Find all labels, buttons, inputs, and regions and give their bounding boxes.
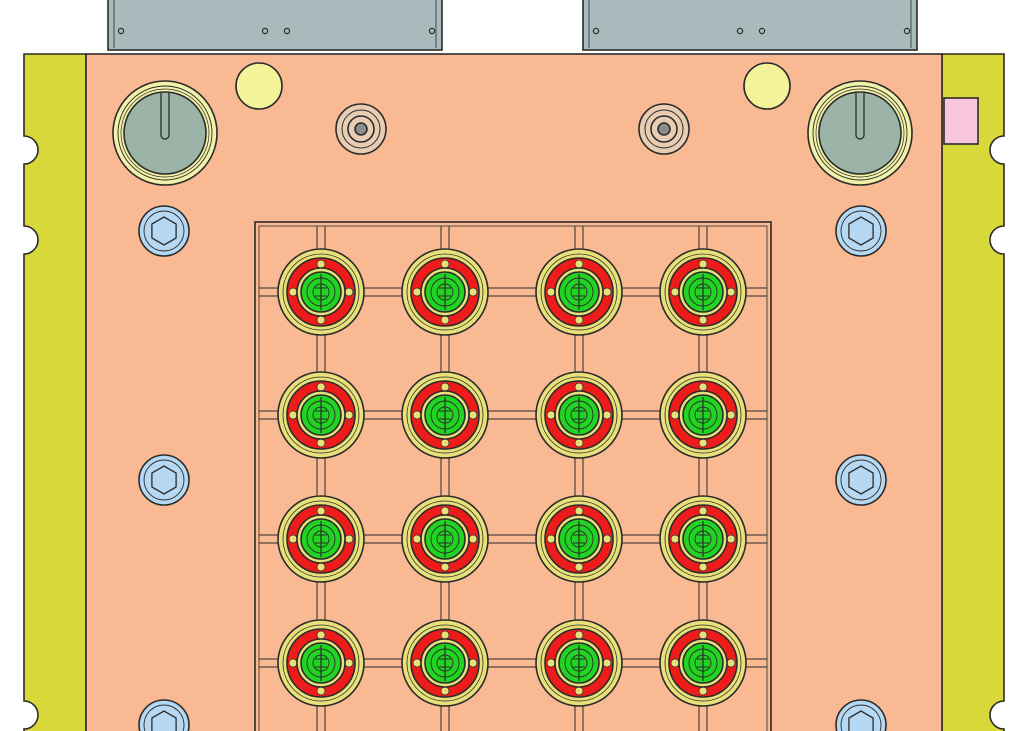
cavity-insert-icon	[277, 619, 365, 707]
clamp-block-2	[582, 0, 918, 51]
cavity-insert-icon	[659, 371, 747, 459]
right-side-rail	[941, 53, 1005, 731]
cavity-insert-icon	[277, 495, 365, 583]
left-side-rail	[23, 53, 87, 731]
cavity-insert-icon	[659, 248, 747, 336]
cavity-insert-icon	[401, 371, 489, 459]
cavity-insert-icon	[401, 248, 489, 336]
socket-screw-icon	[835, 699, 887, 731]
cavity-insert-icon	[277, 371, 365, 459]
sensor-block	[943, 97, 979, 145]
mold-plate	[85, 53, 943, 731]
socket-screw-icon	[835, 454, 887, 506]
cavity-insert-icon	[535, 619, 623, 707]
socket-screw-icon	[835, 205, 887, 257]
cavity-insert-icon	[277, 248, 365, 336]
cavity-pocket	[254, 221, 772, 731]
leader-pin-icon	[112, 80, 218, 186]
sprue-bushing-icon	[335, 103, 387, 155]
leader-pin-icon	[807, 80, 913, 186]
sprue-bushing-icon	[638, 103, 690, 155]
cavity-insert-icon	[535, 371, 623, 459]
cavity-insert-icon	[659, 619, 747, 707]
socket-screw-icon	[138, 699, 190, 731]
bushing-icon	[743, 62, 791, 110]
cavity-insert-icon	[401, 495, 489, 583]
cavity-insert-icon	[659, 495, 747, 583]
bushing-icon	[235, 62, 283, 110]
socket-screw-icon	[138, 454, 190, 506]
cavity-insert-icon	[535, 495, 623, 583]
socket-screw-icon	[138, 205, 190, 257]
cavity-insert-icon	[535, 248, 623, 336]
cavity-insert-icon	[401, 619, 489, 707]
clamp-block-1	[107, 0, 443, 51]
